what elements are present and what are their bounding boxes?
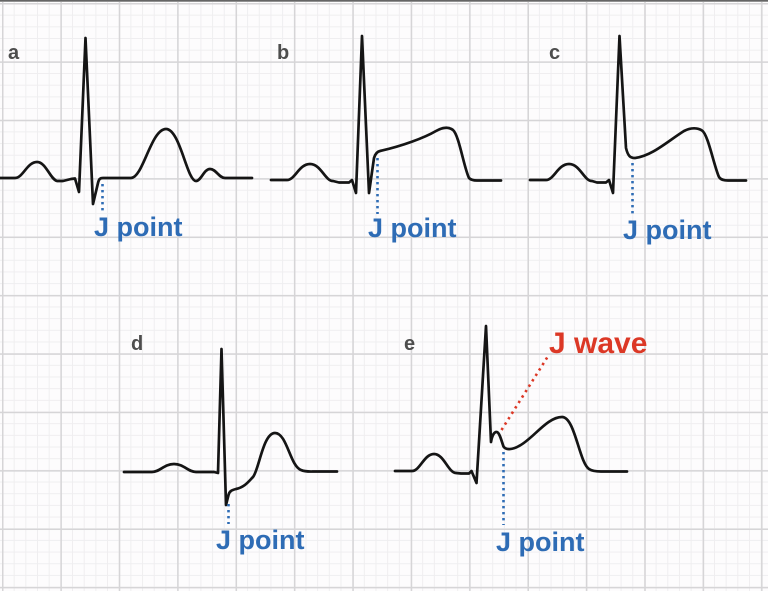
ecg-trace-c — [528, 34, 748, 195]
panel-letter-d: d — [131, 333, 144, 355]
ecg-trace-e — [393, 324, 629, 485]
jpoint-label-b: J point — [368, 213, 457, 243]
panel-letter-e: e — [404, 333, 416, 355]
panel-letter-a: a — [8, 42, 20, 64]
ecg-trace-a — [0, 36, 254, 206]
jpoint-label-d: J point — [216, 525, 305, 555]
top-edge-line — [0, 0, 768, 2]
panel-letter-c: c — [549, 42, 561, 64]
jwave-pointer-line — [500, 356, 549, 431]
panel-letter-b: b — [277, 42, 290, 64]
ecg-trace-b — [269, 34, 503, 195]
jpoint-label-e: J point — [496, 527, 585, 557]
jpoint-label-a: J point — [94, 212, 183, 242]
jpoint-label-c: J point — [623, 215, 712, 245]
jwave-label: J wave — [549, 327, 648, 360]
ecg-trace-d — [122, 347, 339, 507]
